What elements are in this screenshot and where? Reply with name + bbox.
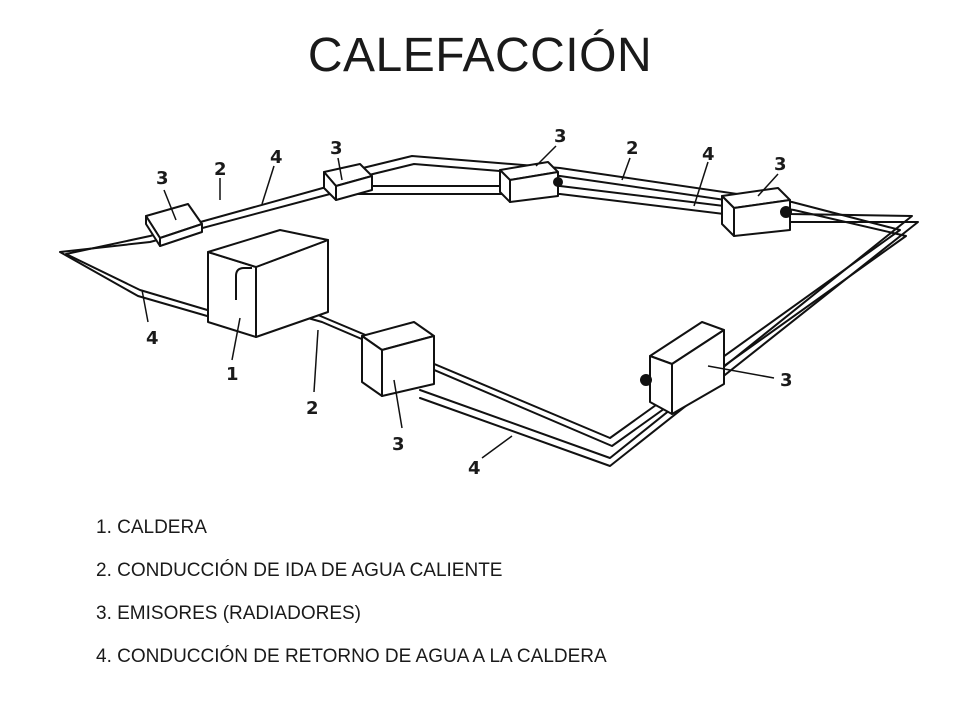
callout-3-radiator-1: 3 (156, 168, 169, 189)
callout-2-top-right: 2 (626, 138, 639, 159)
callout-3-radiator-3: 3 (554, 126, 567, 147)
callout-4-top-right: 4 (702, 144, 715, 165)
callout-labels: 3 2 4 3 3 2 4 3 4 1 2 3 4 3 (146, 126, 793, 479)
callout-3-radiator-5: 3 (392, 434, 405, 455)
radiator-2 (323, 163, 373, 201)
legend-item-emitters: 3. EMISORES (RADIADORES) (96, 603, 361, 624)
return-pipe (59, 185, 919, 467)
callout-3-radiator-2: 3 (330, 138, 343, 159)
callout-3-radiator-4: 3 (774, 154, 787, 175)
callout-1-boiler: 1 (226, 364, 239, 385)
callout-2-bottom: 2 (306, 398, 319, 419)
radiator-6 (640, 321, 725, 415)
leader-lines (141, 145, 779, 459)
slide-title: CALEFACCIÓN (307, 29, 653, 82)
callout-3-radiator-6: 3 (780, 370, 793, 391)
legend-item-boiler: 1. CALDERA (96, 517, 207, 538)
radiator-5 (361, 321, 435, 397)
radiator-1 (145, 203, 203, 247)
legend-item-supply-pipe: 2. CONDUCCIÓN DE IDA DE AGUA CALIENTE (96, 560, 503, 581)
callout-4-bottom: 4 (468, 458, 481, 479)
radiator-3 (499, 161, 563, 203)
boiler-box (207, 229, 329, 338)
legend-item-return-pipe: 4. CONDUCCIÓN DE RETORNO DE AGUA A LA CA… (96, 646, 607, 667)
callout-4-top-left: 4 (270, 147, 283, 168)
legend-list: 1. CALDERA 2. CONDUCCIÓN DE IDA DE AGUA … (96, 518, 607, 690)
callout-4-left: 4 (146, 328, 159, 349)
radiator-4 (721, 187, 792, 237)
callout-2-top-left: 2 (214, 159, 227, 180)
